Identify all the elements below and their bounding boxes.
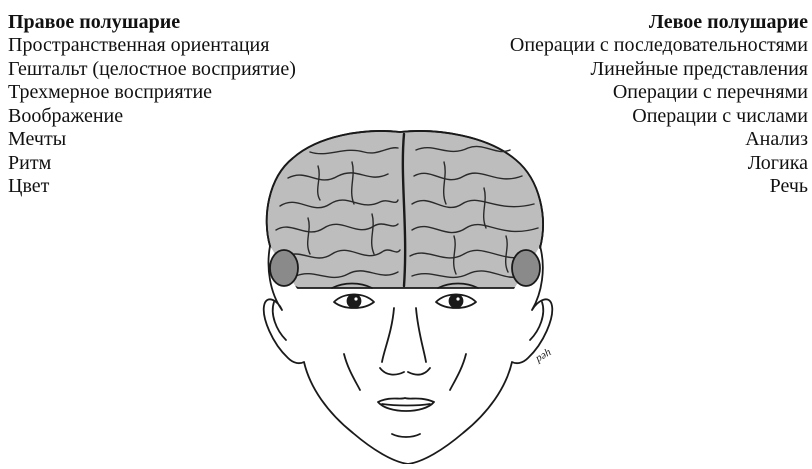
list-item: Линейные представления (510, 58, 808, 82)
list-item: Операции с последовательностями (510, 34, 808, 58)
temporal-lobe-left (270, 250, 298, 286)
eye-left (334, 295, 374, 309)
list-item: Гештальт (целостное восприятие) (8, 58, 296, 82)
eye-right (436, 295, 476, 309)
list-item: Трехмерное восприятие (8, 81, 296, 105)
list-item: Пространственная ориентация (8, 34, 296, 58)
temporal-lobe-right (512, 250, 540, 286)
left-hemisphere-title: Левое полушарие (510, 10, 808, 34)
nose (380, 308, 430, 375)
list-item: Операции с перечнями (510, 81, 808, 105)
head-illustration: pǝh (248, 118, 568, 464)
right-hemisphere-title: Правое полушарие (8, 10, 296, 34)
chin (392, 434, 420, 437)
head-with-brain-icon: pǝh (248, 118, 568, 464)
